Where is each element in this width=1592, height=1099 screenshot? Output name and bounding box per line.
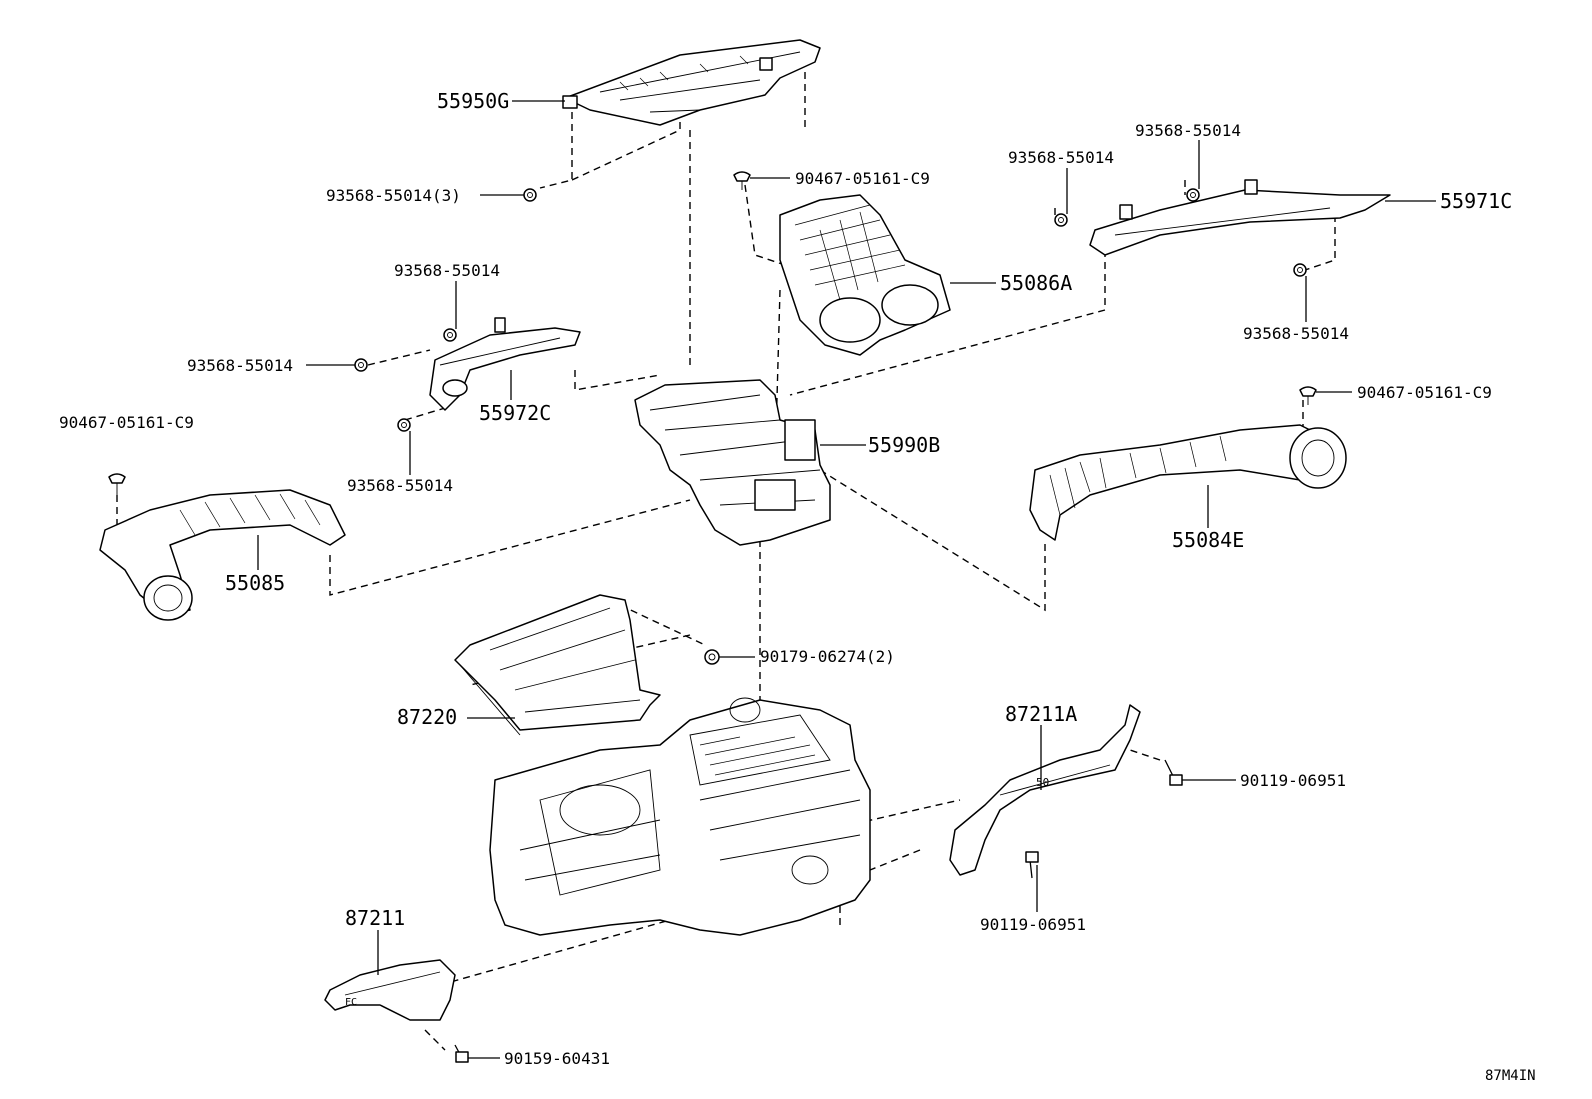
- label-90159-60431: 90159-60431: [504, 1049, 610, 1068]
- label-90467-05161-c9-right: 90467-05161-C9: [1357, 383, 1492, 402]
- label-90119-06951-bottom: 90119-06951: [980, 915, 1086, 934]
- bolt-icon: [1164, 759, 1183, 786]
- nut-icon: [1054, 213, 1068, 227]
- label-93568-55014-f: 93568-55014: [347, 476, 453, 495]
- label-90119-06951-right: 90119-06951: [1240, 771, 1346, 790]
- vent-55086a-drawing: [779, 194, 951, 356]
- duct-55971c-drawing: [1089, 179, 1391, 256]
- bolt-icon: [1025, 851, 1039, 879]
- label-90179-06274-2: 90179-06274(2): [760, 647, 895, 666]
- leader-lines: [257, 100, 1436, 1059]
- hvac-unit-drawing: [489, 697, 871, 936]
- label-93568-55014-d: 93568-55014: [394, 261, 500, 280]
- nut-icon: [523, 188, 537, 202]
- label-55084e: 55084E: [1172, 528, 1244, 552]
- label-55990b: 55990B: [868, 433, 940, 457]
- duct-stamp-fc: FC: [345, 997, 357, 1008]
- duct-55084e-drawing: [1029, 424, 1347, 541]
- duct-55085-drawing: [99, 489, 346, 621]
- label-93568-55014-a: 93568-55014: [1008, 148, 1114, 167]
- figure-code: 87M4IN: [1485, 1068, 1536, 1084]
- bolt-icon: [454, 1044, 469, 1063]
- clip-icon: [108, 473, 126, 495]
- nut-icon: [354, 358, 368, 372]
- duct-stamp-50: 50: [1036, 776, 1049, 789]
- fasteners: [108, 171, 1317, 1063]
- label-87220: 87220: [397, 705, 457, 729]
- label-90467-05161-c9-top: 90467-05161-C9: [795, 169, 930, 188]
- clip-icon: [1299, 386, 1317, 405]
- duct-55972c-drawing: [429, 317, 581, 411]
- frame-55990b-drawing: [634, 379, 831, 546]
- duct-87211-drawing: FC: [324, 959, 456, 1021]
- label-93568-55014-e: 93568-55014: [187, 356, 293, 375]
- label-93568-55014-3: 93568-55014(3): [326, 186, 461, 205]
- duct-87220-drawing: [454, 594, 661, 736]
- label-90467-05161-c9-left: 90467-05161-C9: [59, 413, 194, 432]
- label-55972c: 55972C: [479, 401, 551, 425]
- label-93568-55014-c: 93568-55014: [1243, 324, 1349, 343]
- nut-icon: [443, 328, 457, 342]
- nut-icon: [397, 418, 411, 432]
- nut-icon: [1186, 188, 1200, 202]
- label-87211: 87211: [345, 906, 405, 930]
- label-55950g: 55950G: [437, 89, 509, 113]
- duct-55950g-drawing: [562, 39, 821, 126]
- nut-icon: [704, 649, 720, 665]
- label-55085: 55085: [225, 571, 285, 595]
- label-55086a: 55086A: [1000, 271, 1072, 295]
- label-93568-55014-b: 93568-55014: [1135, 121, 1241, 140]
- part-labels: 55950G 93568-55014(3) 90467-05161-C9 550…: [59, 89, 1536, 1084]
- label-87211a: 87211A: [1005, 702, 1077, 726]
- label-55971c: 55971C: [1440, 189, 1512, 213]
- duct-87211a-drawing: 50: [949, 704, 1141, 876]
- clip-icon: [733, 171, 751, 190]
- nut-icon: [1293, 263, 1307, 277]
